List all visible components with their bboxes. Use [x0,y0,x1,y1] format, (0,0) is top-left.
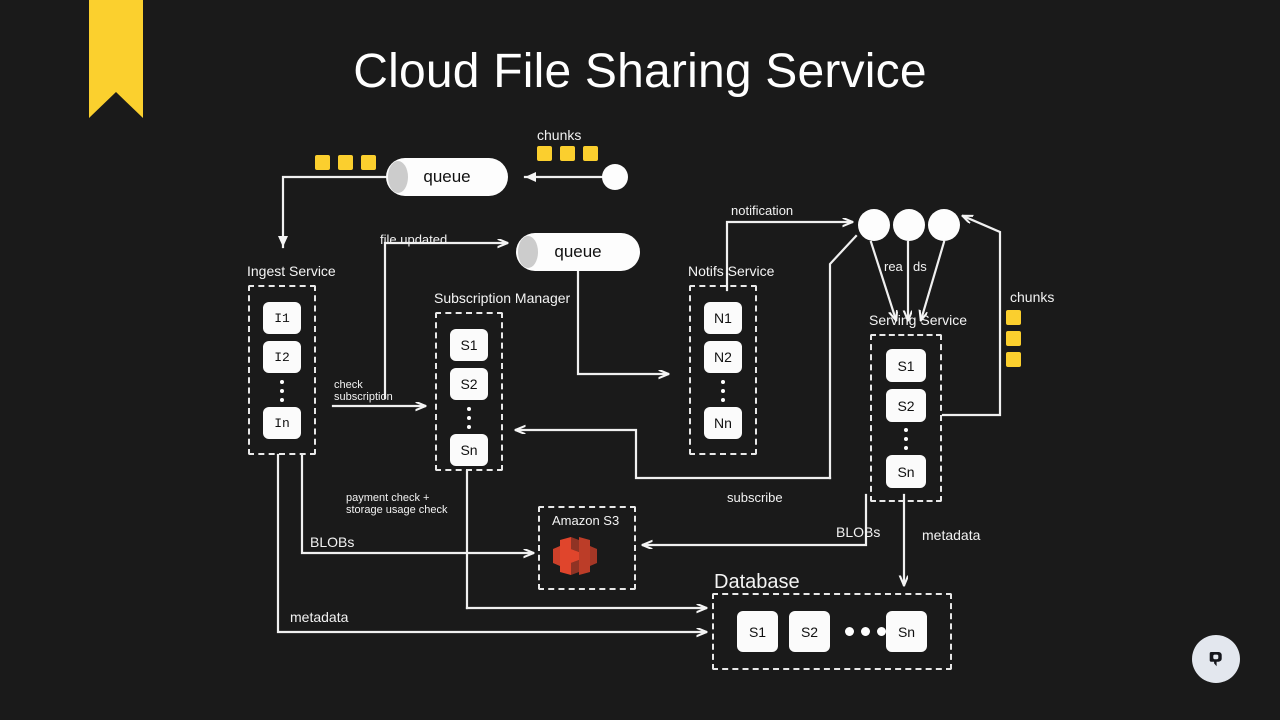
reader-circle [893,209,925,241]
subscription-node: S2 [450,368,488,400]
database-node: Sn [886,611,927,652]
label-payment-check-line1: payment check + [346,492,430,504]
label-chunks-top: chunks [537,127,582,143]
ingest-node: In [263,407,301,439]
amazon-s3-box [538,506,636,590]
ingest-ellipsis-icon [280,380,284,402]
label-reads-right: ds [913,259,927,274]
database-box [712,593,952,670]
serving-service-box [870,334,942,502]
brand-glyph-icon [1209,652,1222,667]
label-metadata-right: metadata [922,527,981,543]
database-node: S2 [789,611,830,652]
chunk-square [1006,310,1021,325]
chunk-square [1006,352,1021,367]
watermark-logo [1192,635,1240,683]
notifs-service-box [689,285,757,455]
label-blobs-left: BLOBs [310,534,355,550]
page-title: Cloud File Sharing Service [353,45,927,98]
subscription-node: S1 [450,329,488,361]
client-circle [602,164,628,190]
queue-file-updated: queue [516,233,640,271]
amazon-s3-icon [553,537,597,575]
serving-ellipsis-icon [904,428,908,450]
subscription-manager-title: Subscription Manager [434,290,571,306]
label-check-subscription-line1: check [334,379,363,391]
serving-service-title: Serving Service [869,312,968,328]
database-title: Database [714,571,800,593]
chunk-square [361,155,376,170]
serving-node: S2 [886,389,926,422]
chunk-square [315,155,330,170]
label-metadata-left: metadata [290,609,349,625]
subscription-manager-box [435,312,503,471]
label-check-subscription-line2: subscription [334,391,393,403]
subscription-node: Sn [450,434,488,466]
notifs-ellipsis-icon [721,380,725,402]
label-reads-left: rea [884,259,903,274]
serving-node: Sn [886,455,926,488]
chunk-square [537,146,552,161]
ingest-node: I2 [263,341,301,373]
amazon-s3-title: Amazon S3 [552,513,620,528]
label-notification: notification [731,203,794,218]
label-blobs-right: BLOBs [836,524,881,540]
chunk-square [338,155,353,170]
serving-node: S1 [886,349,926,382]
label-subscribe: subscribe [727,490,783,505]
reader-circle [928,209,960,241]
notifs-node: N2 [704,341,742,373]
label-chunks-right: chunks [1010,289,1055,305]
queue-upload: queue [386,158,508,196]
subscription-ellipsis-icon [467,407,471,429]
chunk-square [1006,331,1021,346]
reader-circle [858,209,890,241]
ingest-service-box [248,285,316,455]
chunk-square [583,146,598,161]
chunk-square [560,146,575,161]
notifs-node: N1 [704,302,742,334]
notifs-service-title: Notifs Service [688,263,775,279]
ingest-service-title: Ingest Service [247,263,336,279]
database-ellipsis-icon [845,627,886,636]
ingest-node: I1 [263,302,301,334]
label-file-updated: file updated [380,232,448,247]
label-payment-check-line2: storage usage check [346,504,448,516]
notifs-node: Nn [704,407,742,439]
database-node: S1 [737,611,778,652]
